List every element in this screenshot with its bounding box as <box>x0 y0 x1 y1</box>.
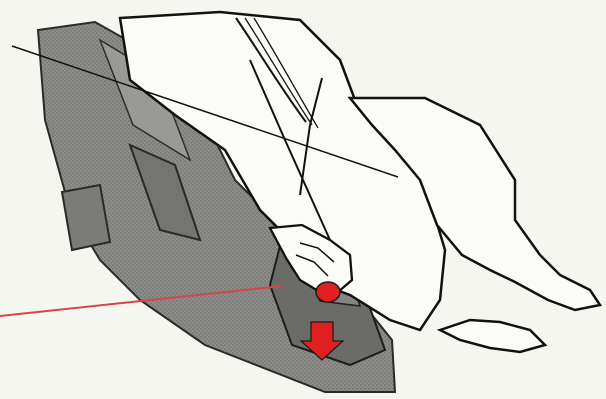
red-release-button <box>316 282 340 302</box>
